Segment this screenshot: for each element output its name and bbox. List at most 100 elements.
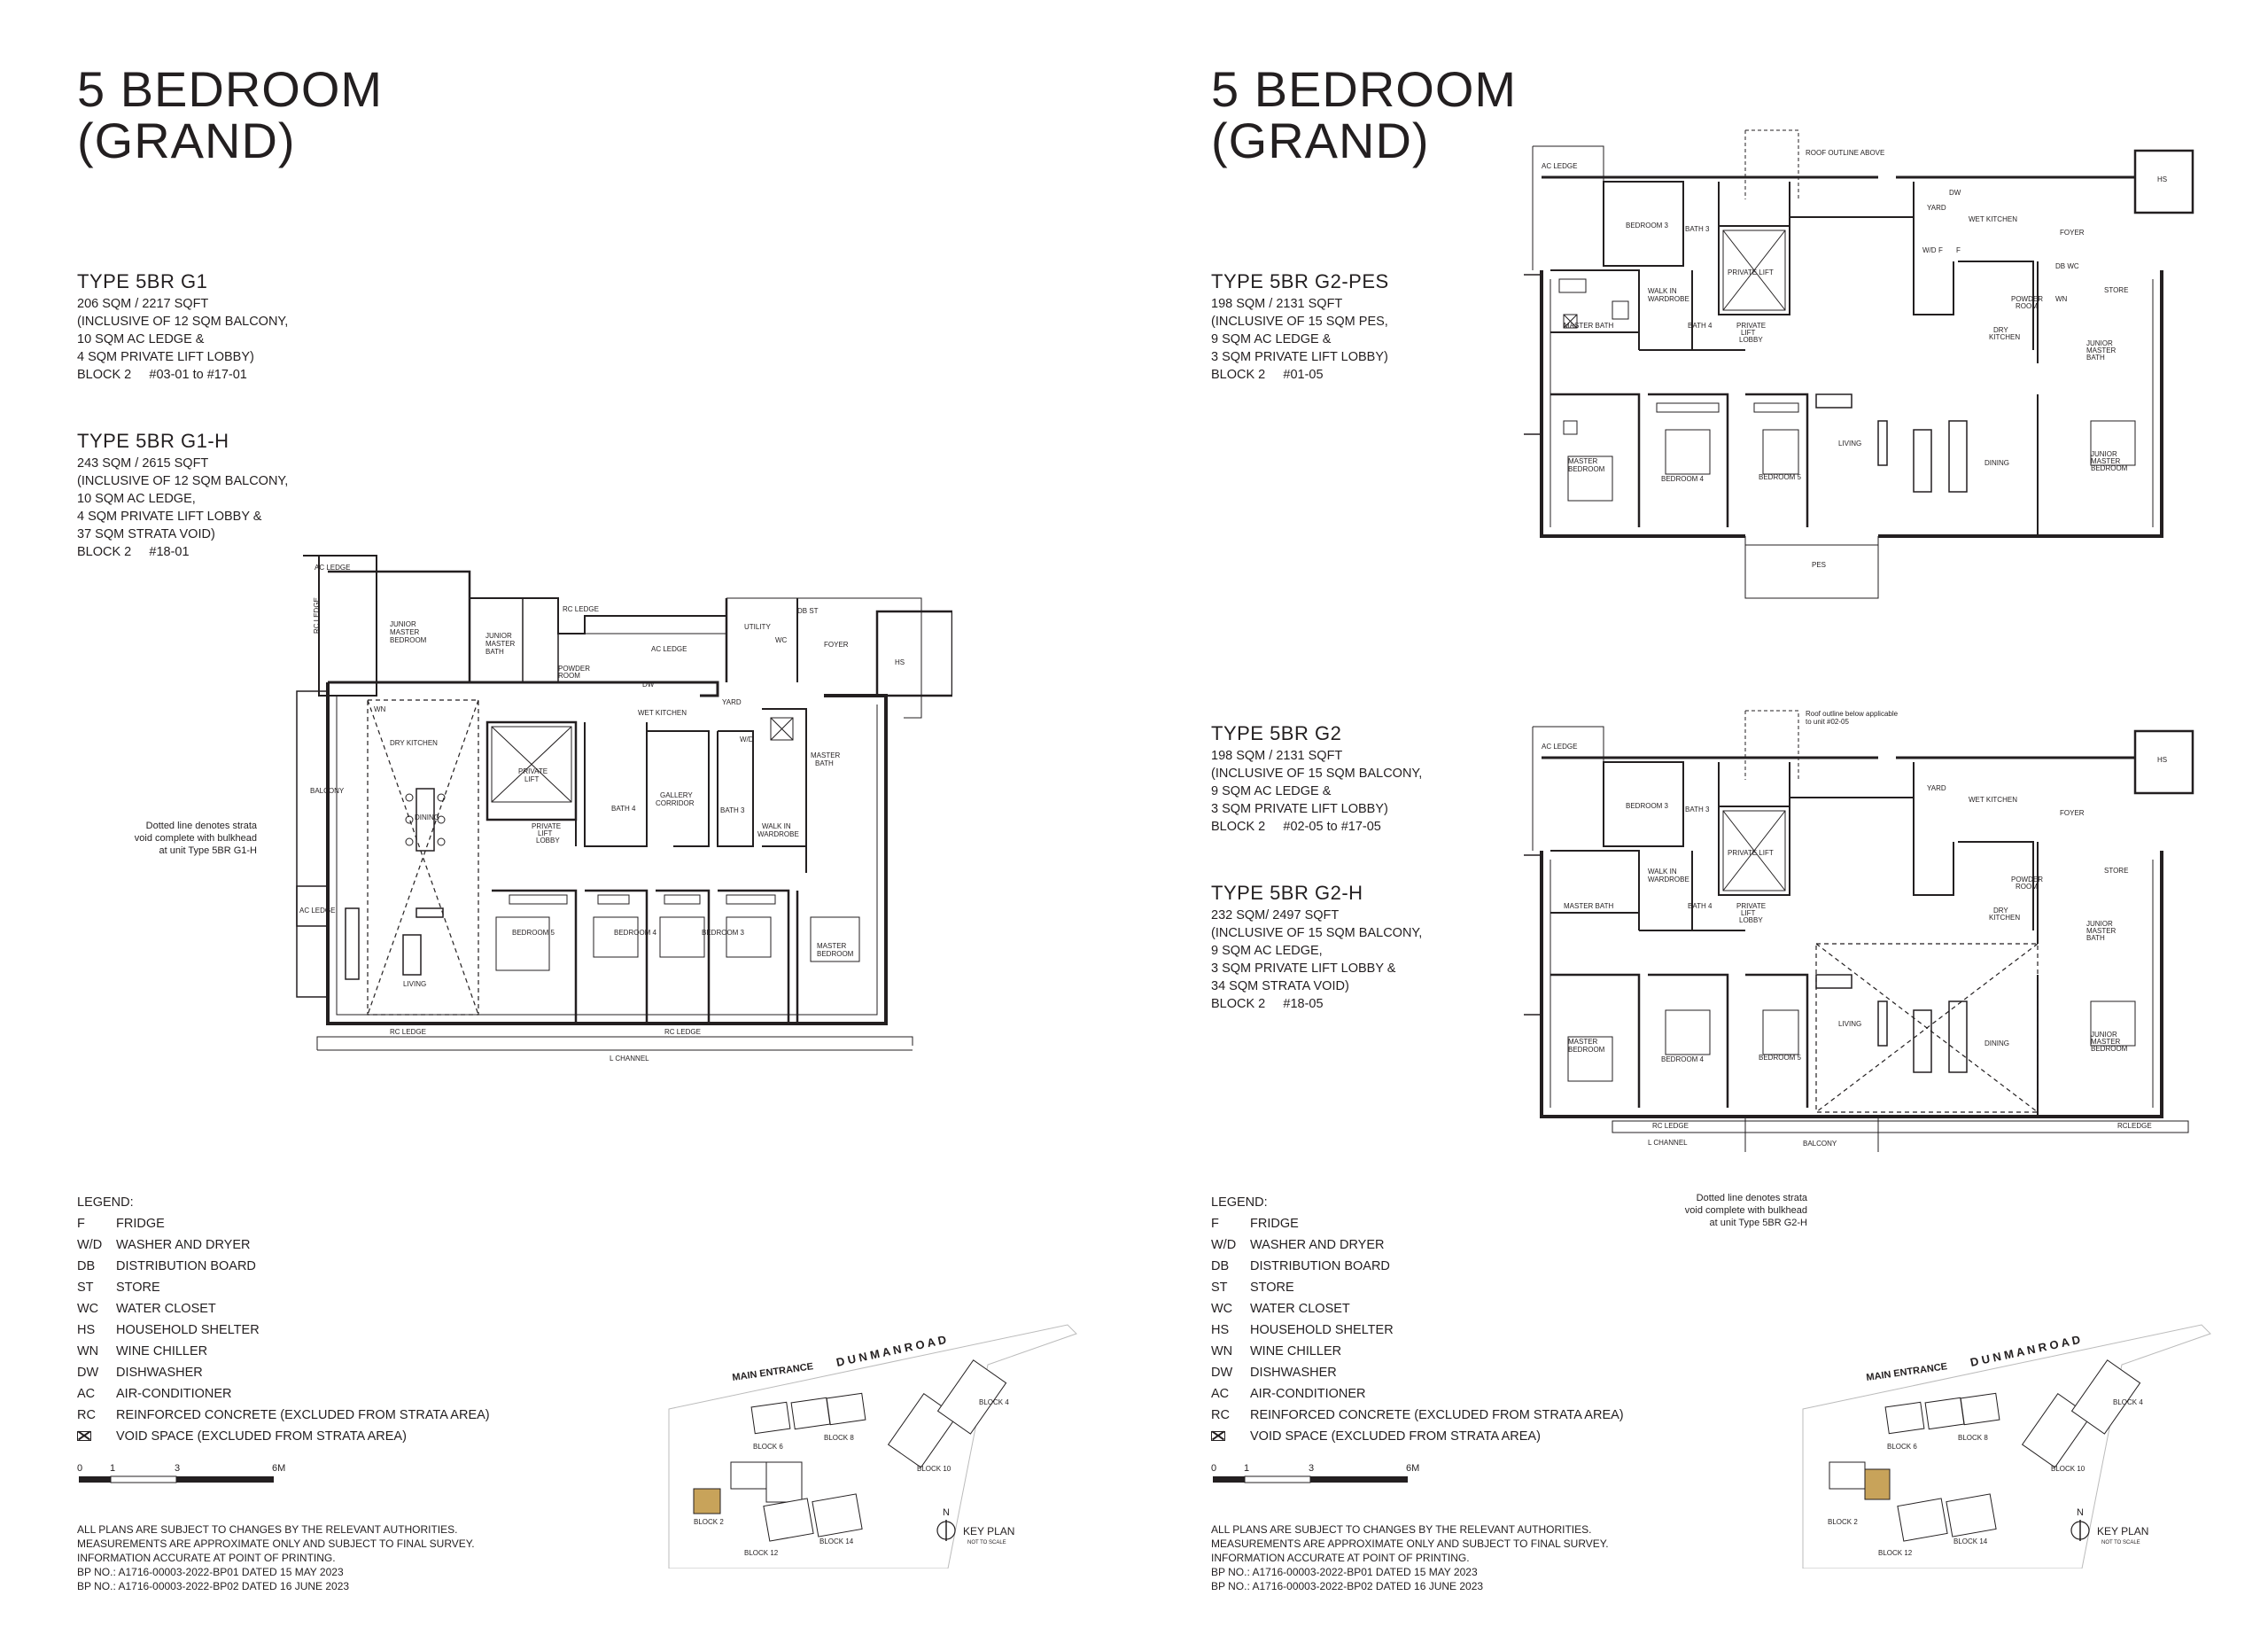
scale-tick: 6M	[1406, 1463, 1419, 1474]
scale-bar: 0 1 3 6M	[1211, 1462, 1441, 1495]
legend-text: REINFORCED CONCRETE (EXCLUDED FROM STRAT…	[116, 1408, 490, 1422]
disclaimer-line: ALL PLANS ARE SUBJECT TO CHANGES BY THE …	[77, 1523, 458, 1536]
unit-type-line: 206 SQM / 2217 SQFT	[77, 297, 209, 311]
svg-text:DW: DW	[1949, 189, 1961, 197]
svg-text:KITCHEN: KITCHEN	[1989, 333, 2020, 341]
unit-highlight	[1864, 1468, 1891, 1500]
disclaimer-line: BP NO.: A1716-00003-2022-BP01 DATED 15 M…	[77, 1566, 344, 1578]
svg-text:DINING: DINING	[1984, 1039, 2009, 1047]
unit-type-name: TYPE 5BR G2-H	[1211, 882, 1363, 904]
unit-type-name: TYPE 5BR G1	[77, 270, 208, 292]
svg-text:PRIVATE LIFT: PRIVATE LIFT	[1728, 269, 1774, 276]
legend-abbr: DW	[1211, 1366, 1233, 1380]
road-label: D U N M A N R O A D	[835, 1333, 948, 1369]
legend-text: REINFORCED CONCRETE (EXCLUDED FROM STRAT…	[1250, 1408, 1624, 1422]
legend-text: AIR-CONDITIONER	[116, 1387, 232, 1401]
svg-text:MASTER: MASTER	[817, 942, 847, 950]
unit-type-name: TYPE 5BR G2-PES	[1211, 270, 1389, 292]
void-space-icon	[1211, 1431, 1225, 1441]
svg-text:MASTER: MASTER	[2086, 346, 2117, 354]
legend-text: DISHWASHER	[1250, 1366, 1337, 1380]
svg-text:YARD: YARD	[722, 698, 742, 706]
unit-type-line: BLOCK 2 #02-05 to #17-05	[1211, 820, 1381, 834]
block-label: BLOCK 10	[917, 1465, 951, 1473]
strata-void-note: Dotted line denotes strata void complete…	[124, 820, 257, 857]
svg-text:BEDROOM: BEDROOM	[2091, 1045, 2128, 1053]
svg-text:WALK IN: WALK IN	[1648, 287, 1677, 295]
svg-text:MASTER BATH: MASTER BATH	[1564, 322, 1614, 330]
unit-type-line: 3 SQM PRIVATE LIFT LOBBY)	[1211, 802, 1388, 816]
svg-text:AC LEDGE: AC LEDGE	[1542, 162, 1577, 170]
svg-text:BATH: BATH	[815, 759, 834, 767]
svg-text:F: F	[1956, 246, 1961, 254]
unit-type-line: (INCLUSIVE OF 15 SQM BALCONY,	[1211, 767, 1423, 781]
svg-text:BATH 3: BATH 3	[1685, 225, 1710, 233]
legend-abbr: DB	[77, 1259, 96, 1273]
unit-type-line: (INCLUSIVE OF 15 SQM BALCONY,	[1211, 926, 1423, 940]
unit-type-line: 9 SQM AC LEDGE &	[1211, 332, 1332, 346]
unit-type-line: 34 SQM STRATA VOID)	[1211, 979, 1349, 993]
scale-tick: 3	[175, 1463, 180, 1474]
svg-text:BEDROOM 3: BEDROOM 3	[702, 929, 745, 937]
svg-text:WARDROBE: WARDROBE	[1648, 295, 1689, 303]
legend-item: DB DISTRIBUTION BOARD	[77, 1256, 490, 1277]
svg-text:DRY: DRY	[1993, 907, 2008, 915]
svg-text:DRY: DRY	[1993, 326, 2008, 334]
disclaimer-line: BP NO.: A1716-00003-2022-BP02 DATED 16 J…	[1211, 1580, 1484, 1592]
key-plan: MAIN ENTRANCE D U N M A N R O A D BLOCK …	[1785, 1312, 2219, 1573]
legend-text: FRIDGE	[1250, 1217, 1299, 1231]
svg-text:AC LEDGE: AC LEDGE	[651, 645, 687, 653]
right-page: 5 BEDROOM (GRAND) TYPE 5BR G2-PES 198 SQ…	[1134, 0, 2268, 1627]
disclaimer-line: INFORMATION ACCURATE AT POINT OF PRINTIN…	[77, 1552, 336, 1564]
svg-text:FOYER: FOYER	[2060, 809, 2085, 817]
svg-text:KITCHEN: KITCHEN	[1989, 914, 2020, 922]
svg-text:BATH 4: BATH 4	[1688, 902, 1713, 910]
not-to-scale-label: NOT TO SCALE	[967, 1540, 1006, 1545]
svg-text:BATH 4: BATH 4	[611, 805, 636, 813]
unit-type-name: TYPE 5BR G1-H	[77, 430, 229, 452]
key-plan-label: KEY PLAN	[963, 1525, 1014, 1537]
svg-text:YARD: YARD	[1927, 784, 1946, 792]
legend-text: DISTRIBUTION BOARD	[1250, 1259, 1390, 1273]
legend-text: AIR-CONDITIONER	[1250, 1387, 1366, 1401]
unit-type-line: 198 SQM / 2131 SQFT	[1211, 749, 1343, 763]
legend-item: AC AIR-CONDITIONER	[1211, 1383, 1624, 1405]
legend-abbr: DB	[1211, 1259, 1230, 1273]
plan-label-junior-master: JUNIOR	[390, 620, 416, 628]
svg-text:JUNIOR: JUNIOR	[2091, 1031, 2117, 1039]
key-plan-label: KEY PLAN	[2097, 1525, 2148, 1537]
legend-text: DISTRIBUTION BOARD	[116, 1259, 256, 1273]
unit-type-line: 243 SQM / 2615 SQFT	[77, 456, 209, 471]
svg-text:BATH 3: BATH 3	[720, 806, 745, 814]
svg-text:LOBBY: LOBBY	[1739, 336, 1763, 344]
floor-plan-g2-pes: ROOF OUTLINE ABOVE AC LEDGE HS DW YARD W…	[1524, 128, 2197, 607]
svg-text:LIFT: LIFT	[524, 775, 540, 783]
svg-text:PES: PES	[1812, 561, 1826, 569]
block-label: BLOCK 6	[1887, 1443, 1917, 1451]
legend-abbr: AC	[1211, 1387, 1230, 1401]
svg-text:LIFT: LIFT	[538, 829, 553, 837]
svg-text:MASTER: MASTER	[485, 640, 516, 648]
unit-type-line: 232 SQM/ 2497 SQFT	[1211, 908, 1340, 922]
unit-type-g2-h: TYPE 5BR G2-H 232 SQM/ 2497 SQFT (INCLUS…	[1211, 882, 1495, 1013]
north-label: N	[2077, 1507, 2084, 1518]
legend-abbr: AC	[77, 1387, 96, 1401]
svg-text:BATH: BATH	[2086, 934, 2105, 942]
scale-tick: 0	[1211, 1463, 1216, 1474]
scale-tick: 1	[1244, 1463, 1249, 1474]
legend-item: VOID SPACE (EXCLUDED FROM STRATA AREA)	[77, 1426, 490, 1447]
legend-abbr: RC	[77, 1408, 96, 1422]
key-plan-drawing: MAIN ENTRANCE D U N M A N R O A D BLOCK …	[1802, 1324, 2211, 1569]
svg-text:W/D: W/D	[1922, 246, 1937, 254]
legend-text: STORE	[116, 1281, 160, 1295]
svg-text:DINING: DINING	[1984, 459, 2009, 467]
page-title: 5 BEDROOM (GRAND)	[77, 61, 384, 168]
legend-abbr: ST	[77, 1281, 94, 1295]
svg-text:WET KITCHEN: WET KITCHEN	[638, 709, 687, 717]
block-label: BLOCK 2	[1828, 1518, 1858, 1526]
disclaimer-line: BP NO.: A1716-00003-2022-BP01 DATED 15 M…	[1211, 1566, 1478, 1578]
unit-type-line: 3 SQM PRIVATE LIFT LOBBY &	[1211, 961, 1396, 976]
